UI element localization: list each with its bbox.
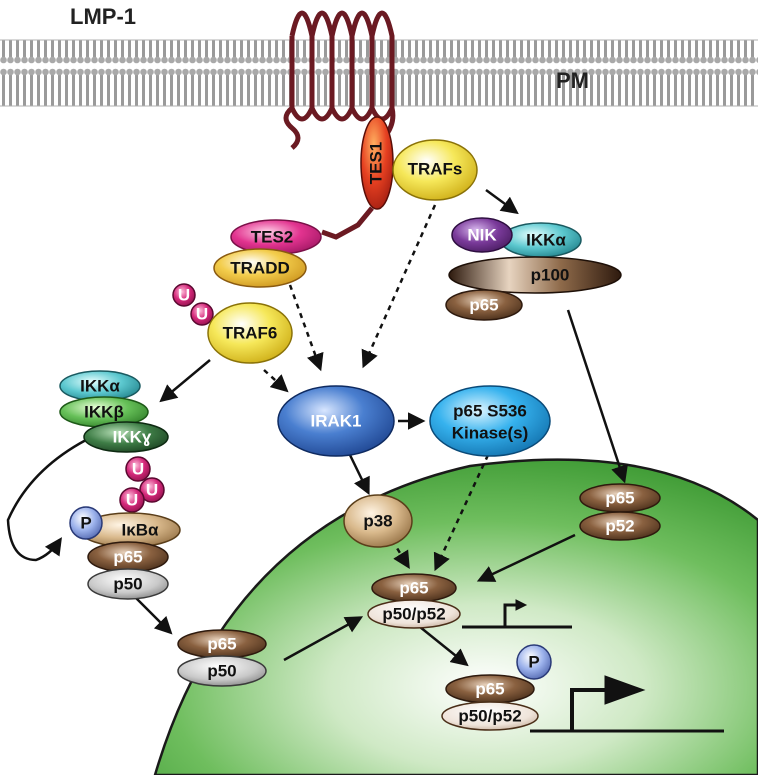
svg-text:p50/p52: p50/p52 <box>382 604 445 623</box>
svg-text:U: U <box>132 459 144 478</box>
pathway-arrows <box>6 188 628 667</box>
plasma-membrane <box>0 39 758 107</box>
ubiquitin-2: U <box>190 302 214 326</box>
p65-left-node: p65 <box>87 541 169 573</box>
ubiquitin-1: U <box>172 283 196 307</box>
ubiquitin-3: U <box>125 456 151 482</box>
p50-nuclear-left-node: p50 <box>177 655 267 687</box>
p50p52-center-node: p50/p52 <box>367 599 461 629</box>
p65-right-top-node: p65 <box>445 289 523 321</box>
svg-text:p65 S536: p65 S536 <box>453 401 527 420</box>
svg-text:U: U <box>146 480 158 499</box>
svg-text:p50/p52: p50/p52 <box>458 706 521 725</box>
p65-center-node: p65 <box>371 573 457 603</box>
svg-text:p65: p65 <box>207 634 236 653</box>
p50p52-bottom-node: p50/p52 <box>441 701 539 731</box>
svg-text:p65: p65 <box>469 295 498 314</box>
svg-text:p50: p50 <box>113 574 142 593</box>
svg-text:p38: p38 <box>363 511 392 530</box>
p50-left-node: p50 <box>87 568 169 600</box>
p52-right-node: p52 <box>579 511 661 541</box>
svg-text:IκBα: IκBα <box>122 520 159 539</box>
svg-text:p100: p100 <box>531 265 570 284</box>
ubiquitin-4: U <box>139 477 165 503</box>
svg-text:NIK: NIK <box>467 225 497 244</box>
svg-text:U: U <box>126 490 138 509</box>
svg-text:IKKɣ: IKKɣ <box>113 427 152 446</box>
tradd-node: TRADD <box>213 248 307 288</box>
svg-text:p65: p65 <box>475 679 504 698</box>
p65-right-mid-node: p65 <box>579 483 661 513</box>
svg-text:TES1: TES1 <box>366 142 385 185</box>
svg-text:p65: p65 <box>399 578 428 597</box>
svg-text:IRAK1: IRAK1 <box>310 411 361 430</box>
ikka-right-node: IKKα <box>500 222 582 258</box>
svg-text:U: U <box>196 304 208 323</box>
svg-text:Kinase(s): Kinase(s) <box>452 423 529 442</box>
ikkg-node: IKKɣ <box>83 421 169 453</box>
lmp1-title: LMP-1 <box>70 4 136 29</box>
svg-text:p65: p65 <box>605 488 634 507</box>
phospho-bottom: P <box>516 644 552 680</box>
svg-text:IKKβ: IKKβ <box>84 402 124 421</box>
nik-node: NIK <box>451 217 513 253</box>
phospho-left: P <box>69 506 103 540</box>
p65-s536-kinase-node: p65 S536 Kinase(s) <box>429 385 551 457</box>
tes2-node: TES2 <box>230 219 322 255</box>
svg-text:P: P <box>80 513 91 532</box>
p100-node: p100 <box>448 256 622 294</box>
svg-text:U: U <box>178 285 190 304</box>
svg-text:p50: p50 <box>207 661 236 680</box>
svg-text:TRAF6: TRAF6 <box>223 323 278 342</box>
tes1-node: TES1 <box>360 116 394 210</box>
traf6-node: TRAF6 <box>207 302 293 364</box>
ubiquitin-5: U <box>119 487 145 513</box>
gene-promoters <box>462 599 724 733</box>
svg-text:TRAFs: TRAFs <box>408 159 463 178</box>
svg-text:P: P <box>528 652 539 671</box>
svg-text:TRADD: TRADD <box>230 258 290 277</box>
svg-text:TES2: TES2 <box>251 227 294 246</box>
irak1-node: IRAK1 <box>277 385 395 457</box>
p65-nuclear-left-node: p65 <box>177 629 267 659</box>
trafs-node: TRAFs <box>392 139 478 201</box>
pm-label: PM <box>556 68 589 93</box>
p38-node: p38 <box>343 494 413 548</box>
svg-text:IKKα: IKKα <box>80 376 120 395</box>
ikka-left-node: IKKα <box>59 370 141 402</box>
p65-bottom-node: p65 <box>445 674 535 704</box>
svg-text:IKKα: IKKα <box>526 230 566 249</box>
svg-text:p65: p65 <box>113 547 142 566</box>
svg-text:p52: p52 <box>605 516 634 535</box>
